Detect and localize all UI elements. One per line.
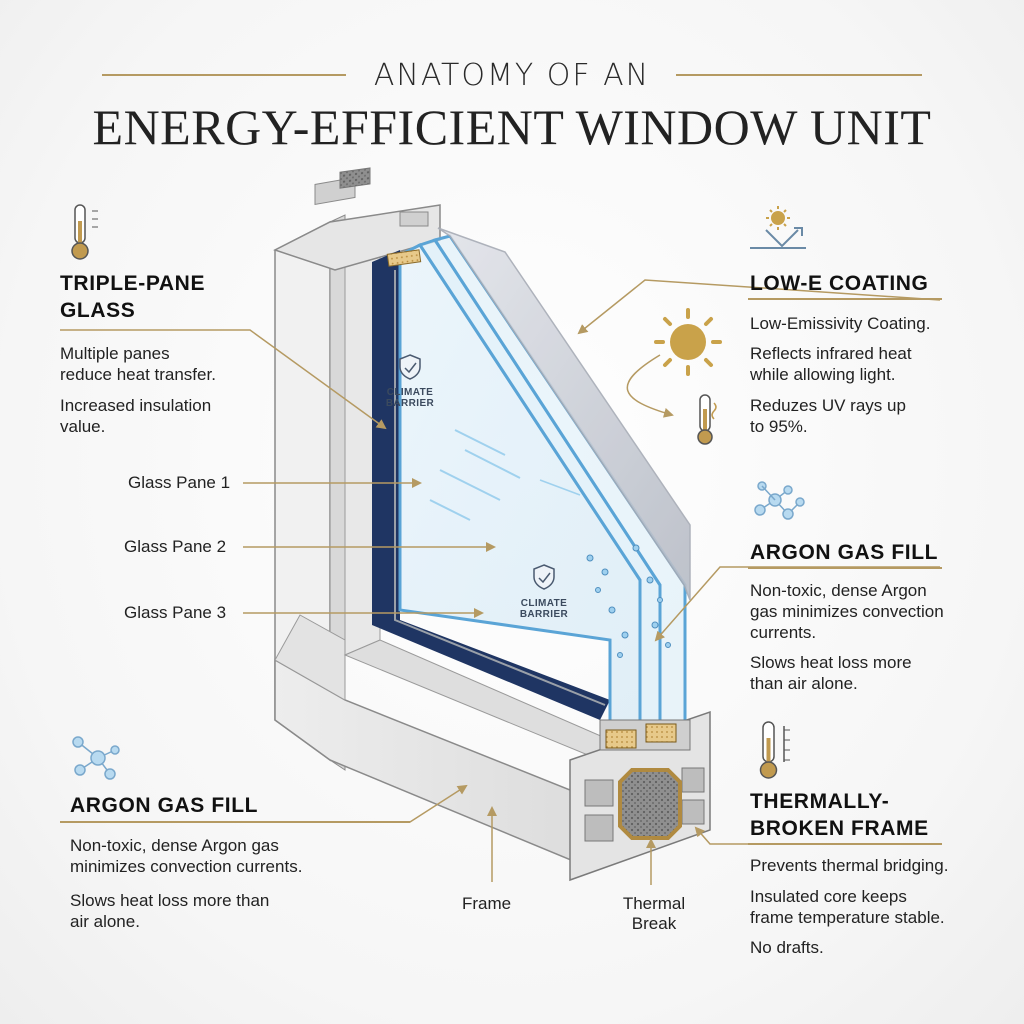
low-e-desc-3: Reduzes UV rays up to 95%. — [750, 396, 906, 436]
thermal-frame-desc-1: Prevents thermal bridging. — [750, 856, 949, 875]
low-e-desc-2: Reflects infrared heat while allowing li… — [750, 344, 912, 384]
title-rule-left — [102, 74, 346, 76]
heat-thermometer-icon — [697, 394, 717, 445]
shield-icon-upper — [399, 354, 421, 380]
triple-pane-desc-2: Increased insulation value. — [60, 396, 212, 436]
argon-left-desc-2: Slows heat loss more than air alone. — [70, 891, 270, 931]
low-e-desc-1: Low-Emissivity Coating. — [750, 314, 931, 333]
argon-bubbles — [586, 544, 671, 658]
bottom-frame-profile — [569, 710, 711, 882]
low-e-heading: LOW-E COATING — [750, 272, 929, 295]
sun-icon — [654, 308, 722, 376]
argon-right-desc-2: Slows heat loss more than air alone. — [750, 653, 912, 693]
thermal-frame-desc-2: Insulated core keeps frame temperature s… — [750, 887, 945, 927]
title-rule-right — [676, 74, 922, 76]
glass-pane-2-label: Glass Pane 2 — [124, 537, 227, 556]
frame-label: Frame — [462, 894, 512, 913]
supertitle: ANATOMY OF AN — [373, 58, 651, 93]
frame-profile — [273, 167, 611, 872]
thermometer-scale-icon — [759, 721, 790, 779]
thermal-frame-heading: THERMALLY- BROKEN FRAME — [750, 790, 929, 840]
triple-pane-desc-1: Multiple panes reduce heat transfer. — [60, 344, 216, 384]
thermal-break-label: Thermal Break — [622, 894, 686, 933]
thermometer-icon — [71, 204, 98, 260]
climate-barrier-badge-upper: CLIMATE BARRIER — [385, 387, 435, 409]
molecule-icon-left — [72, 736, 120, 780]
underline-low-e — [748, 298, 942, 300]
low-e-coating-layer — [437, 227, 691, 601]
argon-right-heading: ARGON GAS FILL — [750, 541, 939, 564]
argon-right-desc-1: Non-toxic, dense Argon gas minimizes con… — [750, 581, 944, 642]
climate-barrier-badge-lower: CLIMATE BARRIER — [519, 598, 569, 620]
shield-icon-lower — [533, 564, 555, 590]
sun-reflect-icon — [750, 206, 806, 249]
thermal-frame-desc-3: No drafts. — [750, 938, 824, 957]
underline-thermal-frame — [748, 843, 942, 845]
glass-pane-3-label: Glass Pane 3 — [124, 603, 227, 622]
underline-argon-right — [748, 567, 942, 569]
argon-left-desc-1: Non-toxic, dense Argon gas minimizes con… — [70, 836, 303, 876]
argon-left-heading: ARGON GAS FILL — [70, 794, 259, 817]
glass-pane-1-label: Glass Pane 1 — [128, 473, 231, 492]
molecule-icon-right — [754, 481, 805, 520]
thermal-break-core — [618, 768, 682, 840]
page-title: ENERGY-EFFICIENT WINDOW UNIT — [92, 99, 932, 155]
triple-pane-heading: TRIPLE-PANE GLASS — [60, 272, 206, 322]
